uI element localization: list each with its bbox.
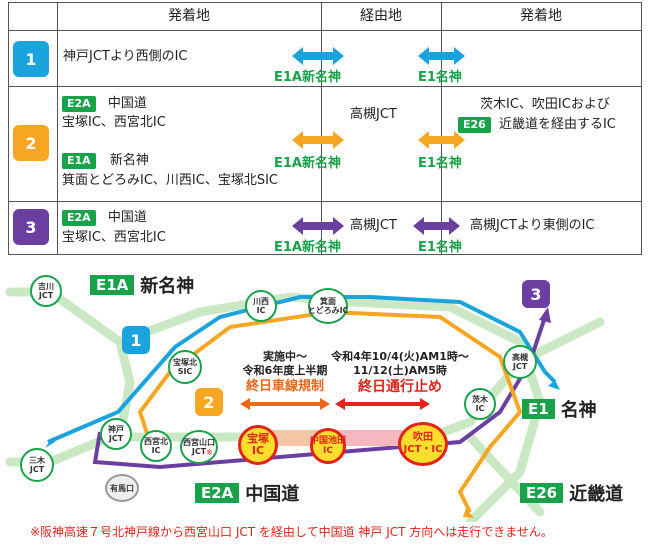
row2-arrows [292, 131, 465, 149]
row2-origin-line4: 箕面とどろみIC、川西IC、宝塚北SIC [62, 173, 278, 188]
row3-arrow2-label: E1名神 [418, 240, 462, 255]
header-via: 経由地 [360, 8, 402, 24]
row2-dest-line1: 茨木IC、吹田ICおよび [480, 97, 610, 112]
row2-origin-line2: 宝塚IC、西宮北IC [62, 115, 166, 130]
ic-takarazukakita: 宝塚北 SIC [168, 350, 202, 384]
ic-yoshikawa: 吉川 JCT [30, 275, 62, 307]
route-tag-e2a: E2A [62, 210, 96, 226]
closure-arrow [335, 398, 430, 410]
row3-dest: 高槻JCTより東側のIC [470, 218, 595, 233]
row2-origin-road1: 中国道 [107, 96, 147, 111]
header-origin: 発着地 [168, 8, 210, 24]
route2-line [137, 309, 523, 513]
row2-arrow2-label: E1名神 [418, 156, 462, 171]
route-tag-e1a: E1A [62, 153, 96, 169]
map-route1-badge: 1 [122, 326, 150, 354]
row3-origin-road: 中国道 [107, 210, 147, 225]
row3-via: 高槻JCT [350, 218, 397, 233]
ic-ibaraki: 茨木 IC [464, 388, 496, 420]
row1-origin: 神戸JCTより西側のIC [63, 49, 188, 64]
lane-restriction-info: 実施中～ 令和6年度上半期 終日車線規制 [225, 350, 345, 394]
row2-origin-road2: 新名神 [109, 153, 149, 168]
row2-dest-road: 近畿道を経由するIC [498, 117, 616, 132]
row2-origin-line3: E1A 新名神 [62, 152, 149, 170]
lane-restriction-period-end: 令和6年度上半期 [242, 364, 328, 377]
row1-arrows [292, 47, 465, 65]
row3-arrows [292, 217, 460, 235]
table-arrows [292, 47, 465, 235]
row3-origin-line1: E2A 中国道 [62, 209, 147, 227]
footnote: ※阪神高速７号北神戸線から西宮山口 JCT を経由して中国道 神戸 JCT 方向… [30, 525, 553, 539]
row2-number-badge: 2 [13, 125, 49, 161]
row2-origin-line1: E2A 中国道 [62, 95, 147, 113]
map-route2-badge: 2 [195, 388, 223, 416]
closure-period-end: 11/12(土)AM5時 [353, 364, 447, 377]
row1-arrow1-label: E1A新名神 [274, 70, 341, 85]
ic-kobe: 神戸 JCT [100, 418, 132, 450]
row2-arrow1-label: E1A新名神 [274, 156, 341, 171]
ic-chugokuikeda: 中国池田 IC [310, 428, 346, 464]
row3-origin-line2: 宝塚IC、西宮北IC [62, 230, 166, 245]
route-tag-e2a: E2A [62, 96, 96, 112]
row3-number-badge: 3 [13, 209, 49, 245]
row1-number-badge: 1 [13, 41, 49, 77]
ic-kawanishi: 川西 IC [245, 290, 277, 322]
row2-via: 高槻JCT [350, 107, 397, 122]
closure-info: 令和4年10/4(火)AM1時～ 11/12(土)AM5時 終日通行止め [330, 350, 470, 394]
lane-restriction-period-start: 実施中～ [263, 350, 307, 363]
ic-minoh: 箕面 とどろみIC [308, 288, 348, 324]
ic-miki: 三木 JCT [20, 448, 54, 482]
ic-takarazuka: 宝塚 IC [238, 425, 278, 465]
map-route3-badge: 3 [522, 280, 550, 308]
ic-nishinomiyayamaguchi: 西宮山口 JCT [180, 430, 218, 464]
route-tag-e26: E26 [458, 117, 491, 133]
row3-arrow1-label: E1A新名神 [274, 240, 341, 255]
ic-suita: 吹田 JCT・IC [398, 422, 448, 466]
asterisk-mark: ※ [206, 448, 213, 457]
header-destination: 発着地 [520, 8, 562, 24]
row2-dest-line2: E26 近畿道を経由するIC [458, 116, 616, 134]
row1-arrow2-label: E1名神 [418, 70, 462, 85]
closure-label: 終日通行止め [358, 379, 442, 395]
closure-period-start: 令和4年10/4(火)AM1時～ [331, 350, 469, 363]
lane-restriction-label: 終日車線規制 [245, 379, 324, 394]
ic-takatsuki: 高槻 JCT [503, 345, 537, 379]
ic-nishinomiyakita: 西宮北 IC [140, 430, 172, 462]
lane-restriction-arrow [240, 398, 330, 410]
ic-arimaguchi: 有馬口 [105, 474, 139, 502]
